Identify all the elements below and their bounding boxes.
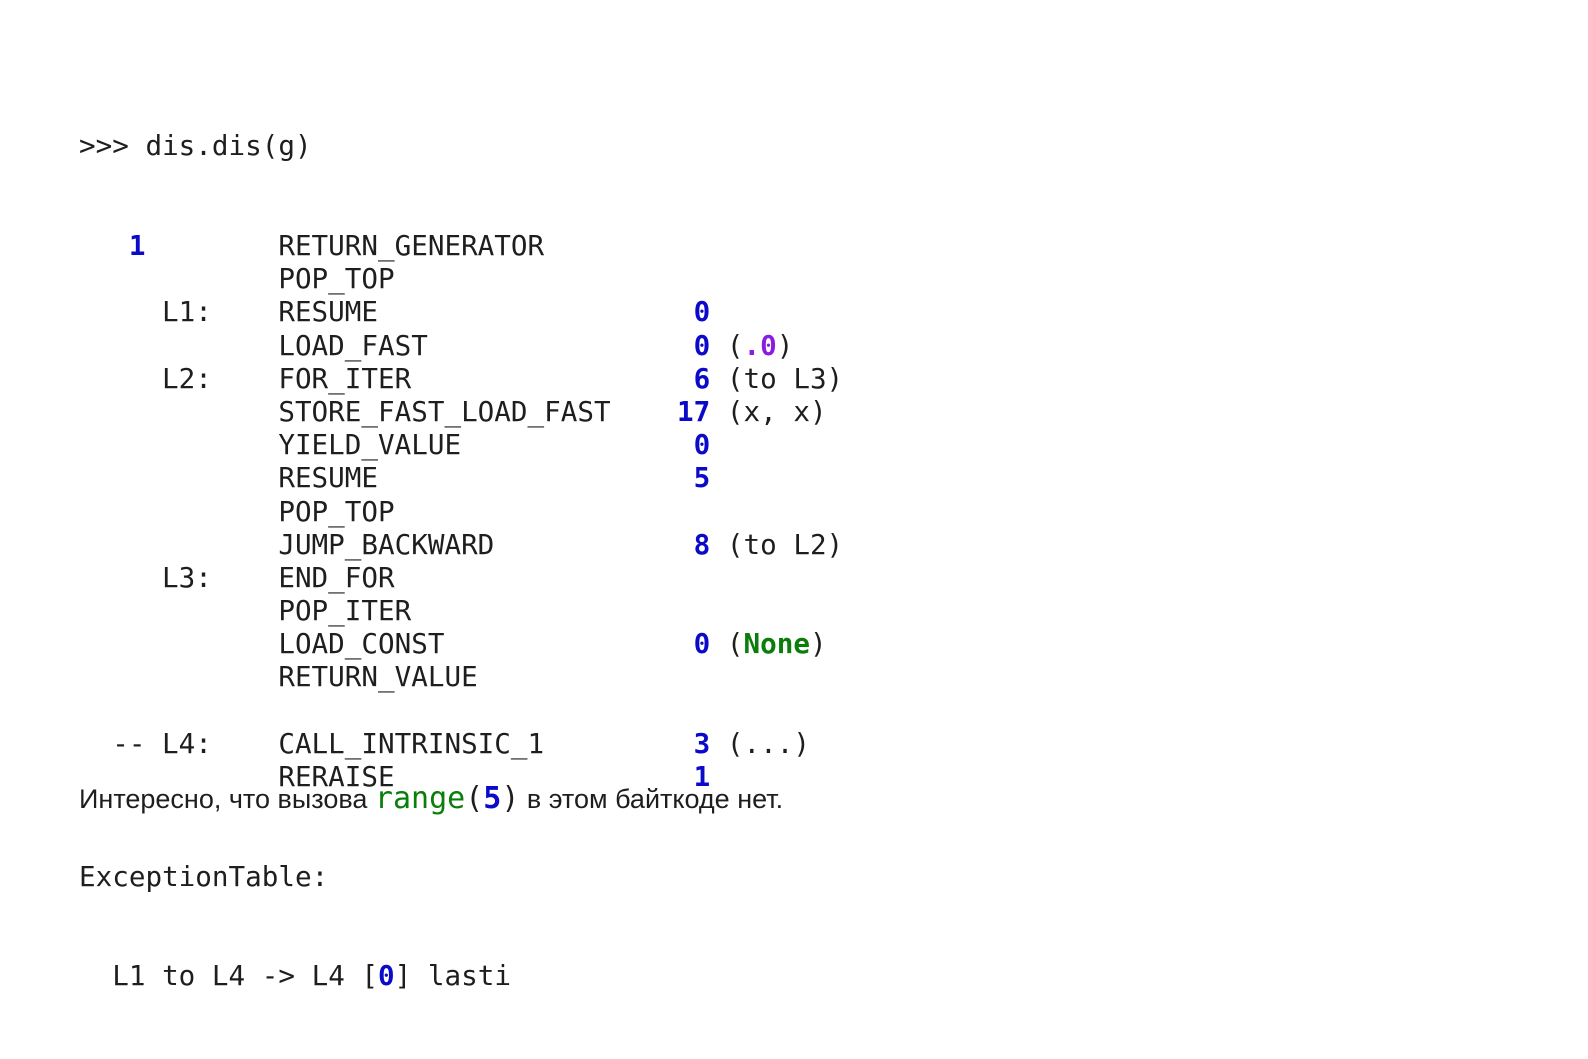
prose-before: Интересно, что вызова [79, 784, 375, 814]
opcode-name: END_FOR [278, 560, 395, 594]
instruction-row: L3: END_FOR [79, 561, 843, 594]
opcode-arg: 8 [693, 527, 711, 561]
prompt-line: >>> dis.dis(g) [79, 129, 312, 163]
instruction-row: POP_TOP [79, 495, 843, 528]
jump-label: L1: [162, 295, 212, 329]
opcode-arg: 0 [693, 295, 711, 329]
exception-table-header: ExceptionTable: [79, 859, 329, 893]
instruction-row: JUMP_BACKWARD 8 (to L2) [79, 528, 843, 561]
instruction-row: STORE_FAST_LOAD_FAST 17 (x, x) [79, 395, 843, 428]
code-arg: 5 [483, 781, 502, 816]
opcode-name: RETURN_VALUE [278, 660, 478, 694]
instruction-row: RETURN_VALUE [79, 660, 843, 693]
opcode-name: RETURN_GENERATOR [278, 229, 545, 262]
opcode-name: FOR_ITER [278, 361, 412, 395]
opcode-name: LOAD_FAST [278, 328, 428, 362]
instruction-row: POP_TOP [79, 262, 843, 295]
opcode-name: STORE_FAST_LOAD_FAST [278, 394, 611, 428]
opcode-argrepr: (to L3) [727, 362, 843, 395]
instruction-row: L2: FOR_ITER 6 (to L3) [79, 362, 843, 395]
code-open-paren: ( [465, 781, 484, 816]
exception-entry-suffix: ] lasti [394, 959, 511, 993]
argrepr-part: ( [726, 627, 744, 661]
instruction-row: LOAD_CONST 0 (None) [79, 627, 843, 660]
code-close-paren: ) [501, 781, 520, 816]
instruction-row: POP_ITER [79, 594, 843, 627]
opcode-name: RESUME [278, 295, 379, 329]
source-line-number: -- [112, 726, 146, 760]
disassembly-output: >>> dis.dis(g) 1 RETURN_GENERATOR POP_TO… [79, 63, 843, 1059]
source-line-number: 1 [128, 229, 146, 262]
argrepr-part: ) [776, 328, 794, 362]
instruction-row: RERAISE 1 [79, 760, 843, 793]
disassembly-rows: 1 RETURN_GENERATOR POP_TOP L1: RESUME 0 LO… [79, 229, 843, 793]
explanation-text: Интересно, что вызова range(5) в этом ба… [79, 779, 783, 819]
opcode-arg: 0 [693, 428, 711, 462]
argrepr-part: (...) [726, 726, 810, 760]
opcode-arg: 0 [693, 627, 711, 661]
argrepr-part: .0 [743, 328, 777, 362]
opcode-argrepr: (.0) [727, 329, 793, 362]
opcode-arg: 1 [693, 760, 711, 793]
opcode-name: RERAISE [278, 760, 395, 793]
argrepr-part: None [743, 627, 810, 661]
code-name: range [374, 781, 466, 816]
opcode-name: POP_TOP [278, 494, 395, 528]
opcode-arg: 5 [693, 461, 711, 495]
opcode-name: JUMP_BACKWARD [278, 527, 495, 561]
opcode-name: RESUME [278, 461, 379, 495]
opcode-argrepr: (x, x) [727, 395, 827, 428]
instruction-row: -- L4: CALL_INTRINSIC_1 3 (...) [79, 727, 843, 760]
instruction-row: RESUME 5 [79, 461, 843, 494]
opcode-arg: 17 [677, 394, 711, 428]
opcode-name: POP_ITER [278, 594, 412, 628]
instruction-row: L1: RESUME 0 [79, 295, 843, 328]
exception-entry-depth: 0 [378, 959, 395, 993]
instruction-row: YIELD_VALUE 0 [79, 428, 843, 461]
jump-label: L3: [162, 560, 212, 594]
exception-entry-prefix: L1 to L4 -> L4 [ [79, 959, 379, 993]
slide: >>> dis.dis(g) 1 RETURN_GENERATOR POP_TO… [79, 129, 844, 993]
prose-after: в этом байткоде нет. [519, 784, 784, 814]
instruction-row: LOAD_FAST 0 (.0) [79, 329, 843, 362]
opcode-arg: 3 [693, 726, 711, 760]
opcode-argrepr: (to L2) [727, 528, 843, 561]
instruction-row: 1 RETURN_GENERATOR [79, 229, 843, 262]
opcode-name: CALL_INTRINSIC_1 [278, 726, 545, 760]
opcode-name: LOAD_CONST [278, 627, 445, 661]
opcode-argrepr: (...) [727, 727, 810, 760]
argrepr-part: ( [726, 328, 744, 362]
opcode-name: YIELD_VALUE [278, 428, 462, 462]
opcode-arg: 0 [693, 328, 711, 362]
argrepr-part: ) [809, 627, 827, 661]
blank-line [79, 694, 843, 727]
argrepr-part: (to L2) [726, 527, 844, 561]
jump-label: L4: [162, 726, 212, 760]
opcode-arg: 6 [693, 361, 711, 395]
opcode-name: POP_TOP [278, 262, 395, 296]
argrepr-part: (x, x) [726, 394, 827, 428]
exception-table-entry: L1 to L4 -> L4 [0] lasti [79, 959, 843, 992]
jump-label: L2: [162, 361, 212, 395]
inline-code-range: range(5) [375, 781, 520, 816]
opcode-argrepr: (None) [727, 627, 827, 660]
argrepr-part: (to L3) [726, 361, 844, 395]
